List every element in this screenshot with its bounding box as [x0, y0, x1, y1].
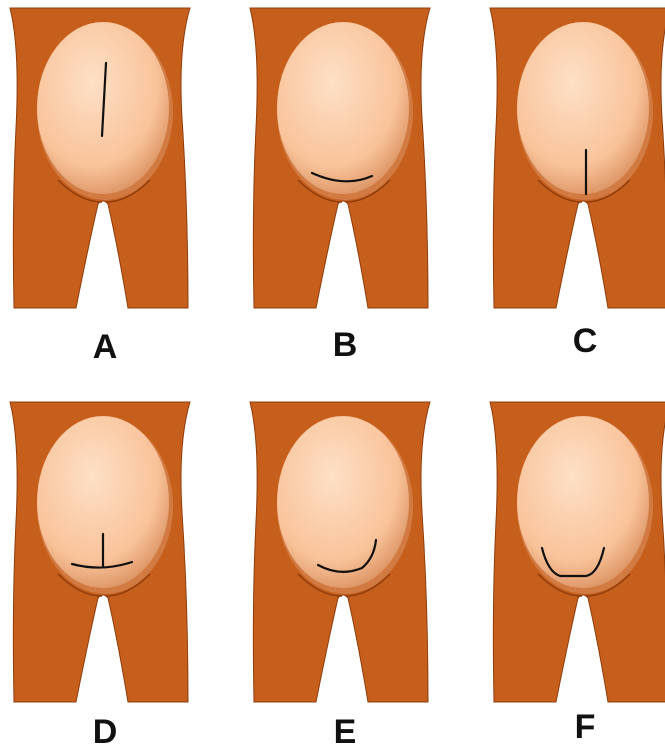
torso-illustration-b — [250, 8, 440, 318]
torso-illustration-c — [490, 8, 665, 318]
panel-label-c: C — [490, 324, 665, 358]
pregnant-belly — [277, 416, 409, 588]
panel-label-a: A — [10, 330, 200, 364]
panel-label-d: D — [10, 715, 200, 749]
pregnant-belly — [517, 22, 649, 194]
figure-panel-b — [250, 8, 440, 318]
figure-panel-e — [250, 402, 440, 712]
panel-label-e: E — [250, 715, 440, 749]
panel-label-b: B — [250, 328, 440, 362]
torso-illustration-a — [10, 8, 200, 318]
figure-panel-c — [490, 8, 665, 318]
panel-label-f: F — [490, 710, 665, 744]
figure-panel-a — [10, 8, 200, 318]
torso-illustration-e — [250, 402, 440, 712]
pregnant-belly — [277, 22, 409, 194]
torso-illustration-f — [490, 402, 665, 712]
figure-panel-d — [10, 402, 200, 712]
torso-illustration-d — [10, 402, 200, 712]
pregnant-belly — [517, 416, 649, 588]
figure-panel-f — [490, 402, 665, 712]
